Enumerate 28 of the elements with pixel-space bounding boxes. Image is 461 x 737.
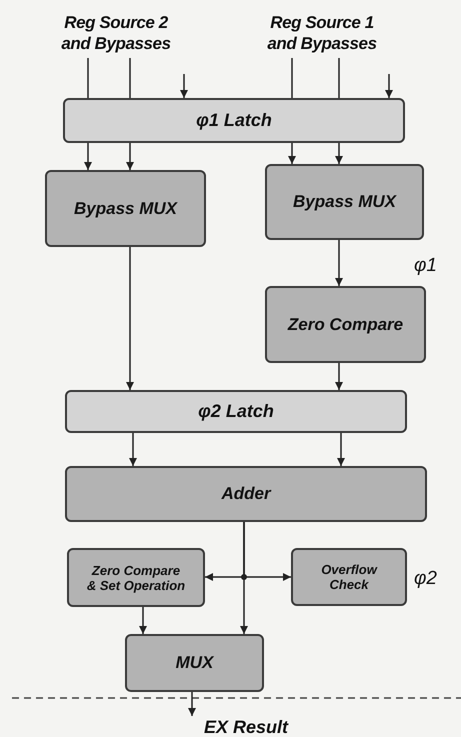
process-box: Bypass MUX	[45, 170, 206, 247]
output-label: EX Result	[184, 716, 314, 737]
arrow	[335, 143, 343, 164]
arrow	[188, 692, 196, 716]
arrow	[126, 143, 134, 170]
arrow	[335, 363, 343, 390]
arrow	[288, 143, 296, 164]
process-box: Adder	[65, 466, 427, 522]
arrow	[385, 74, 393, 98]
process-box: MUX	[125, 634, 264, 692]
arrow	[126, 247, 134, 390]
process-box: Zero Compare & Set Operation	[67, 548, 205, 607]
arrow	[243, 522, 291, 581]
arrow	[335, 240, 343, 286]
latch-box: φ1 Latch	[63, 98, 405, 143]
source-label: Reg Source 1 and Bypasses	[261, 12, 383, 58]
arrow	[139, 607, 147, 634]
latch-box: φ2 Latch	[65, 390, 407, 433]
phase-label: φ1	[414, 254, 437, 278]
process-box: Overflow Check	[291, 548, 407, 606]
arrow	[180, 74, 188, 98]
arrow	[84, 143, 92, 170]
source-label: Reg Source 2 and Bypasses	[54, 12, 178, 58]
phase-label: φ2	[414, 567, 437, 591]
process-box: Zero Compare	[265, 286, 426, 363]
arrow	[337, 433, 345, 466]
arrow	[129, 433, 137, 466]
process-box: Bypass MUX	[265, 164, 424, 240]
